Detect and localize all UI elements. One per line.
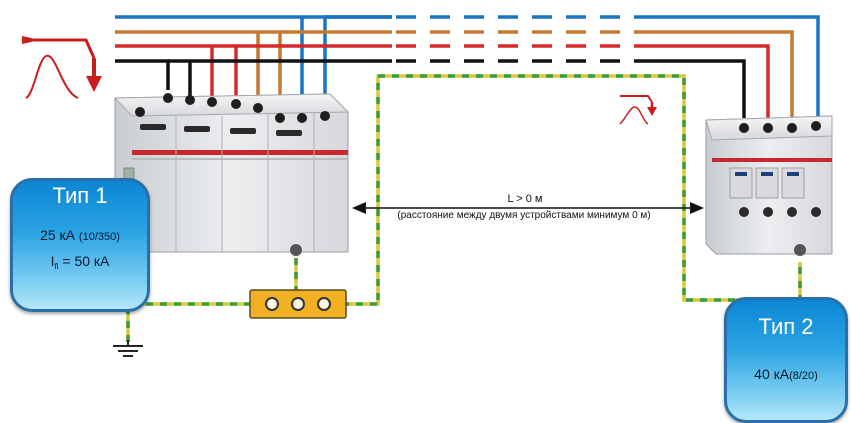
dashed-wires (396, 15, 640, 63)
ground-symbol-icon (113, 340, 143, 357)
wire-blue (323, 15, 392, 115)
type2-waveform: (8/20) (789, 370, 818, 382)
wire-blue (640, 15, 820, 118)
lightning-surge-icon (22, 36, 102, 99)
type1-title: Тип 1 (52, 183, 108, 208)
type1-current: 25 кА (10/350) (13, 227, 147, 243)
type1-badge: Тип 1 25 кА (10/350) Iﬁ = 50 кА (10, 178, 150, 312)
surge-arrester-type2 (705, 115, 833, 256)
type1-symbol: I (50, 253, 55, 269)
type1-follow-current: Iﬁ = 50 кА (13, 253, 147, 271)
type1-follow-value: = 50 кА (62, 253, 110, 269)
type2-title: Тип 2 (758, 314, 814, 339)
distance-note: (расстояние между двумя устройствами мин… (397, 210, 651, 221)
wire-black (115, 59, 170, 90)
earth-busbar (249, 289, 347, 319)
distance-label: L > 0 м (507, 193, 543, 205)
type1-waveform: (10/350) (78, 231, 120, 243)
distance-arrow (352, 202, 704, 214)
type2-current: 40 кА(8/20) (727, 366, 845, 382)
surge-arrester-type1 (113, 93, 350, 256)
type2-badge: Тип 2 40 кА(8/20) (724, 297, 848, 423)
wire-red (640, 44, 770, 118)
type1-current-value: 25 кА (40, 227, 76, 243)
wire-brown (640, 30, 794, 118)
wire-black (640, 59, 746, 118)
type2-current-value: 40 кА (754, 366, 790, 382)
lightning-surge-icon-small (619, 95, 657, 125)
type1-symbol-subscript: ﬁ (54, 262, 59, 271)
